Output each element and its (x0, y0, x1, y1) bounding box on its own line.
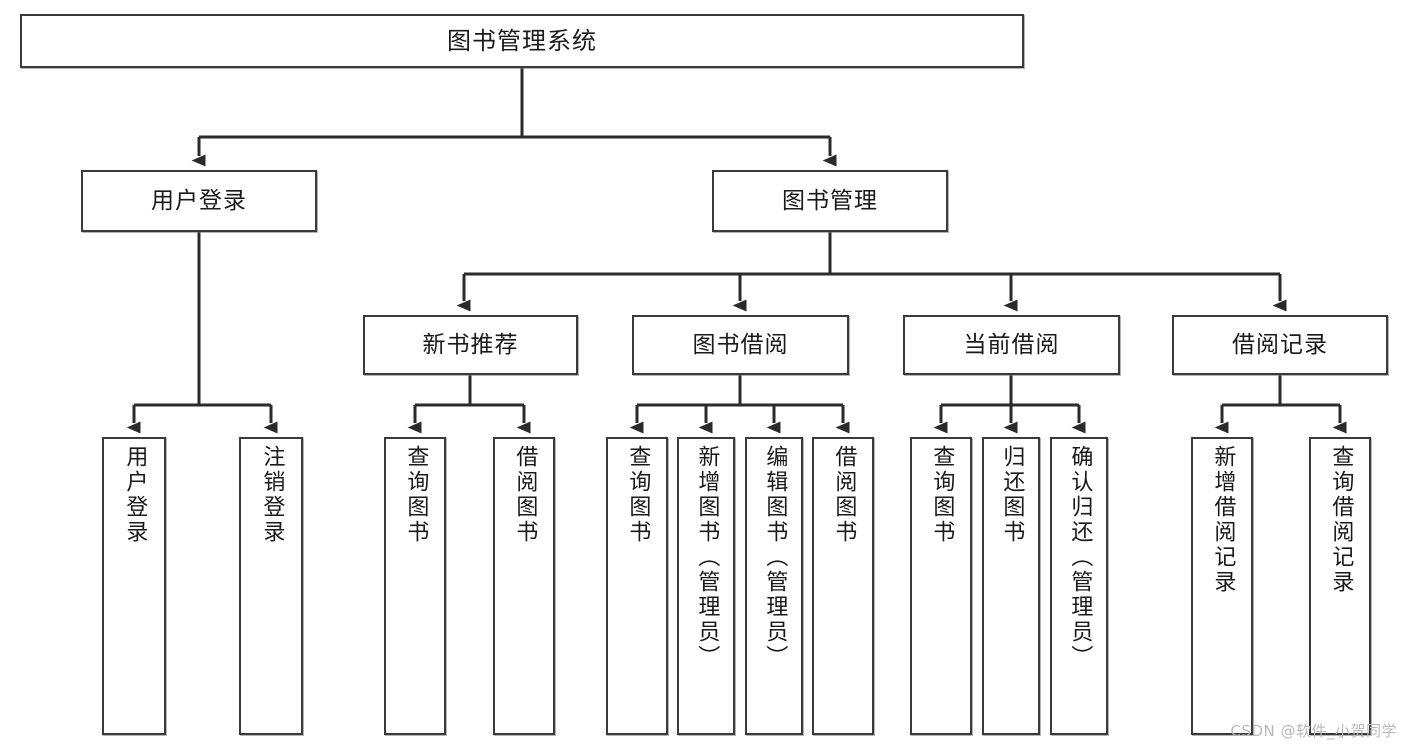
leaf-label: 查询图书 (403, 445, 429, 545)
node-current-borrow[interactable]: 当前借阅 (903, 315, 1120, 375)
leaf-new-book-query[interactable]: 查询图书 (384, 437, 446, 735)
leaf-label: 用户登录 (122, 445, 148, 545)
leaf-label: 新增借阅记录 (1210, 445, 1236, 595)
leaf-new-book-borrow[interactable]: 借阅图书 (493, 437, 555, 735)
node-current-borrow-label: 当前借阅 (963, 331, 1060, 358)
leaf-current-query-book[interactable]: 查询图书 (910, 437, 972, 735)
node-root-label: 图书管理系统 (447, 27, 597, 55)
leaf-borrow-borrow-book[interactable]: 借阅图书 (812, 437, 874, 735)
node-borrow-record[interactable]: 借阅记录 (1172, 315, 1388, 375)
node-borrow-record-label: 借阅记录 (1232, 331, 1328, 358)
node-root[interactable]: 图书管理系统 (20, 14, 1024, 68)
leaf-label: 注销登录 (259, 445, 285, 545)
node-book-borrow[interactable]: 图书借阅 (632, 315, 849, 375)
leaf-record-query[interactable]: 查询借阅记录 (1309, 437, 1371, 735)
leaf-borrow-query-book[interactable]: 查询图书 (606, 437, 668, 735)
leaf-borrow-edit-book[interactable]: 编辑图书（管理员） (745, 437, 803, 735)
leaf-label: 归还图书 (999, 445, 1025, 545)
node-new-book-recommend[interactable]: 新书推荐 (363, 315, 578, 375)
leaf-current-return-book[interactable]: 归还图书 (982, 437, 1040, 735)
leaf-label: 确认归还（管理员） (1067, 445, 1093, 670)
leaf-user-login-signin[interactable]: 用户登录 (102, 437, 166, 735)
node-user-login[interactable]: 用户登录 (81, 170, 317, 232)
leaf-label: 新增图书（管理员） (694, 445, 720, 670)
node-book-management-label: 图书管理 (782, 187, 878, 214)
leaf-label: 借阅图书 (512, 445, 538, 545)
leaf-current-confirm-return[interactable]: 确认归还（管理员） (1050, 437, 1108, 735)
leaf-user-login-signout[interactable]: 注销登录 (239, 437, 303, 735)
node-new-book-recommend-label: 新书推荐 (422, 331, 519, 358)
leaf-label: 查询图书 (929, 445, 955, 545)
leaf-label: 查询借阅记录 (1328, 445, 1354, 595)
leaf-borrow-add-book[interactable]: 新增图书（管理员） (677, 437, 735, 735)
leaf-record-add[interactable]: 新增借阅记录 (1191, 437, 1253, 735)
leaf-label: 查询图书 (625, 445, 651, 545)
node-book-management[interactable]: 图书管理 (712, 170, 948, 232)
leaf-label: 借阅图书 (831, 445, 857, 545)
node-user-login-label: 用户登录 (151, 187, 247, 214)
node-book-borrow-label: 图书借阅 (692, 331, 789, 358)
leaf-label: 编辑图书（管理员） (762, 445, 788, 670)
